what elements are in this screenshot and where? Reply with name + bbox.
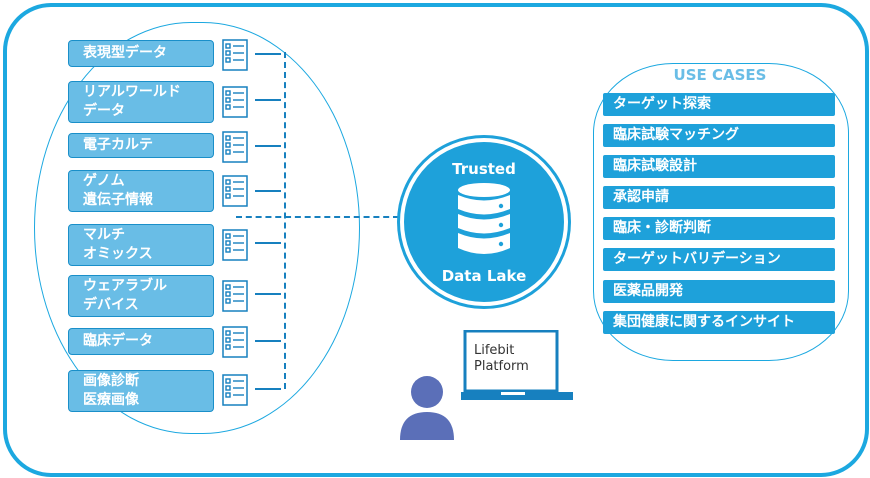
connector-trunk [284,52,286,389]
connector-line [255,53,281,55]
source-label: データ [83,103,125,119]
source-label: マルチ [83,227,125,243]
source-label: 表現型データ [83,45,167,61]
platform-name-line2: Platform [474,359,529,374]
source-label: 電子カルテ [83,137,153,153]
document-list-icon [222,326,248,358]
document-list-icon [222,39,248,71]
use-case-item: 集団健康に関するインサイト [603,311,835,334]
document-list-icon [222,374,248,406]
connector-line [255,388,281,390]
source-clinical: 臨床データ [68,328,214,355]
use-cases-title: USE CASES [673,66,767,84]
document-list-icon [222,175,248,207]
document-list-icon [222,86,248,118]
source-ehr: 電子カルテ [68,133,214,158]
source-label: 遺伝子情報 [83,192,153,208]
database-icon [458,183,510,254]
lake-bottom-label: Data Lake [441,267,527,285]
source-label: デバイス [83,297,139,313]
connector-to-lake [236,216,399,218]
connector-line [255,99,281,101]
document-list-icon [222,131,248,163]
use-cases-panel [593,63,849,361]
connector-line [255,293,281,295]
source-label: 画像診断 [83,373,139,389]
laptop-icon [461,330,573,400]
source-multi-omics: マルチ オミックス [68,224,214,266]
person-icon [400,376,454,440]
connector-line [255,242,281,244]
source-label: ウェアラブル [83,278,167,294]
use-case-item: 臨床試験設計 [603,155,835,178]
use-case-item: ターゲット探索 [603,93,835,116]
connector-line [255,340,281,342]
source-label: 医療画像 [83,392,139,408]
source-real-world-data: リアルワールド データ [68,81,214,123]
use-case-item: 医薬品開発 [603,280,835,303]
connector-line [255,190,281,192]
data-lake: Trusted Data Lake [400,138,568,306]
use-case-item: 臨床・診断判断 [603,217,835,240]
data-sources-panel [34,22,360,434]
source-genome: ゲノム 遺伝子情報 [68,170,214,212]
source-label: ゲノム [83,173,125,189]
use-case-item: 臨床試験マッチング [603,124,835,147]
platform-name-line1: Lifebit [474,343,515,358]
source-phenotype: 表現型データ [68,40,214,67]
lake-top-label: Trusted [452,160,516,178]
source-label: 臨床データ [83,333,153,349]
use-case-item: ターゲットバリデーション [603,248,835,271]
document-list-icon [222,229,248,261]
outer-frame [3,3,869,477]
source-label: オミックス [83,246,153,262]
source-imaging: 画像診断 医療画像 [68,370,214,412]
use-case-item: 承認申請 [603,186,835,209]
source-label: リアルワールド [83,84,181,100]
source-wearable: ウェアラブル デバイス [68,275,214,317]
document-list-icon [222,280,248,312]
connector-line [255,145,281,147]
